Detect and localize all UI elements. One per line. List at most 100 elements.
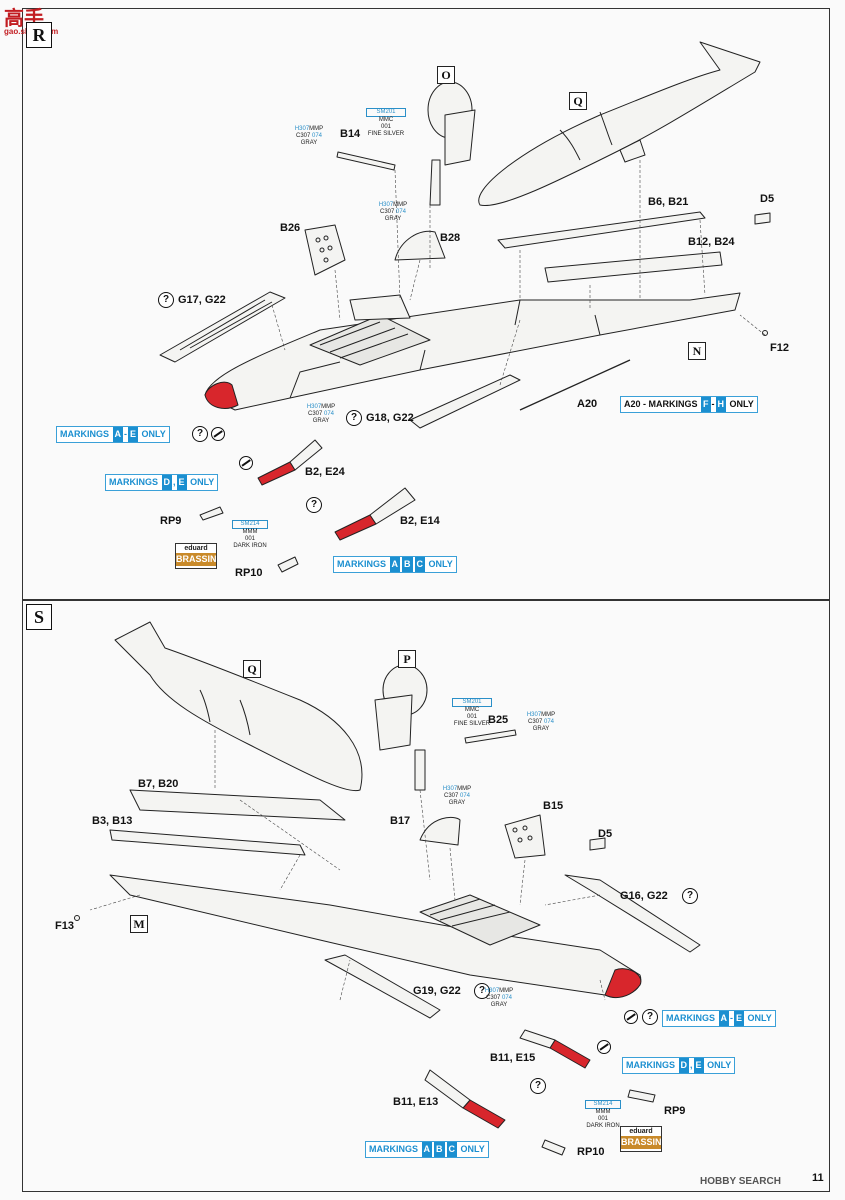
markings-d-e-note: MARKINGS D,E ONLY [105,474,219,491]
gun-barrel-b2 [257,461,296,486]
paint-line: MMM [242,529,258,535]
brassin-logo: eduard BRASSIN [175,543,217,569]
part-g17-g22-label: G17, G22 [178,294,226,306]
paint-name: GRAY [384,216,402,222]
paint-callout-gray: H307MMP C307 074 GRAY [522,712,560,733]
paint-callout-fine-silver: SM201 MMC 001 FINE SILVER [452,698,492,728]
part-b2-e14-label: B2, E14 [400,515,440,527]
paint-mmp: MMP [393,202,408,208]
optional-icon: ? [642,1009,658,1025]
gun-barrel-e15 [549,1039,591,1069]
part-b28-label: B28 [440,232,461,244]
part-p-label: P [398,650,416,668]
markings-suffix: ONLY [190,477,215,487]
part-g19-g22-label: G19, G22 [413,985,461,997]
paint-n: 074 [502,995,513,1001]
marking-letter: A [112,427,124,442]
paint-mmp: MMP [309,126,324,132]
fairing-b17 [419,817,461,846]
part-rp10-label: RP10 [235,567,263,579]
part-b11-e15-label: B11, E15 [490,1052,536,1064]
step-s-frame [22,600,830,1192]
part-m-label: M [130,915,148,933]
paint-line: MMM [595,1109,611,1115]
paint-callout-dark-iron: SM214 MMM 001 DARK IRON [585,1100,621,1130]
rod-b25 [464,729,517,744]
markings-a20-suffix: ONLY [729,399,754,409]
paint-name: DARK IRON [233,543,267,549]
part-b25-label: B25 [488,714,509,726]
markings-a-e-note: MARKINGS A-E ONLY [662,1010,776,1027]
markings-suffix: ONLY [141,429,166,439]
markings-prefix: MARKINGS [626,1060,675,1070]
panel-b26 [304,224,346,276]
remove-icon [624,1010,638,1024]
gun-barrel-e13 [462,1099,506,1129]
marking-letter: C [446,1142,458,1157]
drop-tank [478,41,761,207]
step-r-label: R [26,22,52,48]
brassin-logo: eduard BRASSIN [620,1126,662,1152]
paint-c: C307 [307,411,323,417]
marking-separator: - [124,429,128,439]
paint-name: DARK IRON [586,1123,620,1129]
part-b26-label: B26 [280,222,301,234]
marking-letter: B [434,1142,445,1157]
paint-line: MMC [378,117,394,123]
part-n-label: N [688,342,706,360]
pylon-g18 [409,374,521,429]
wing-upper [204,292,741,411]
remove-icon [597,1040,611,1054]
paint-mmp: MMP [499,988,514,994]
flap-b6 [497,211,706,249]
markings-suffix: ONLY [428,559,453,569]
paint-n: 074 [396,209,407,215]
fairing-b28 [394,230,446,261]
optional-icon: ? [306,497,322,513]
part-a20-label: A20 [577,398,598,410]
markings-a20-prefix: A20 - MARKINGS [624,399,698,409]
marking-letter: A [421,1142,433,1157]
brassin-top: eduard [629,1128,653,1135]
flap-b7 [129,789,346,821]
paint-code: SM201 [452,698,492,707]
marking-letter: F [701,397,711,412]
rod-b14 [336,151,396,171]
brassin-bottom: BRASSIN [621,1136,662,1149]
paint-name: FINE SILVER [367,131,405,137]
part-rp9-label: RP9 [160,515,182,527]
paint-callout-gray: H307MMP C307 074 GRAY [374,202,412,223]
marking-letter: D [678,1058,690,1073]
part-f12-label: F12 [770,342,789,354]
part-b7-b20-label: B7, B20 [138,778,179,790]
marking-letter: E [176,475,187,490]
marking-separator: - [730,1013,734,1023]
part-d5-label: D5 [598,828,613,840]
paint-mmp: MMP [321,404,336,410]
pylon-g16 [564,874,701,953]
paint-c: C307 [485,995,501,1001]
markings-a20-note: A20 - MARKINGS F-H ONLY [620,396,758,413]
part-q-label: Q [243,660,261,678]
paint-mmp: MMP [541,712,556,718]
part-b2-e24-label: B2, E24 [305,466,345,478]
paint-callout-gray: H307MMP C307 074 GRAY [480,988,518,1009]
paint-h: H307 [526,712,542,718]
part-g16-g22-label: G16, G22 [620,890,668,902]
paint-callout-dark-iron: SM214 MMM 001 DARK IRON [232,520,268,550]
marking-letter: A [389,557,401,572]
part-b11-e13-label: B11, E13 [393,1096,439,1108]
panel-b15 [504,814,546,859]
pylon-g17 [159,291,286,363]
marking-letter: E [128,427,139,442]
paint-name: GRAY [490,1002,508,1008]
optional-icon: ? [158,292,174,308]
markings-a-e-note: MARKINGS A-E ONLY [56,426,170,443]
part-o-label: O [437,66,455,84]
marking-letter: E [734,1011,745,1026]
part-b15-label: B15 [543,800,564,812]
